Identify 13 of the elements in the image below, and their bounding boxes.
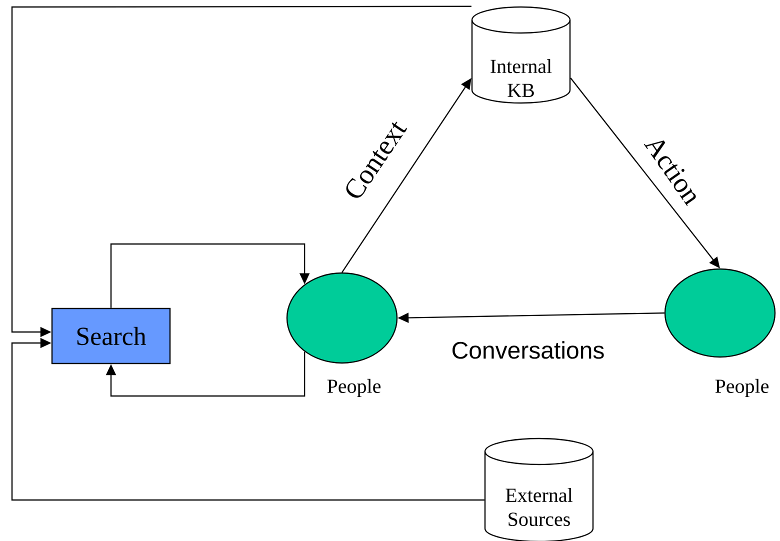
arrow	[11, 338, 484, 501]
node-label: Internal KB	[490, 59, 552, 97]
edge-label: Conversations	[450, 340, 606, 360]
arrow	[106, 352, 306, 397]
database-cylinder: Internal KB	[471, 6, 571, 104]
node-caption: People	[715, 378, 769, 398]
arrow	[110, 243, 310, 308]
node-label: External Sources	[506, 488, 572, 526]
person-ellipse	[664, 268, 776, 358]
node-caption: People	[327, 378, 381, 398]
person-ellipse	[286, 272, 398, 364]
database-cylinder: External Sources	[484, 438, 594, 541]
process-box: Search	[51, 308, 171, 364]
